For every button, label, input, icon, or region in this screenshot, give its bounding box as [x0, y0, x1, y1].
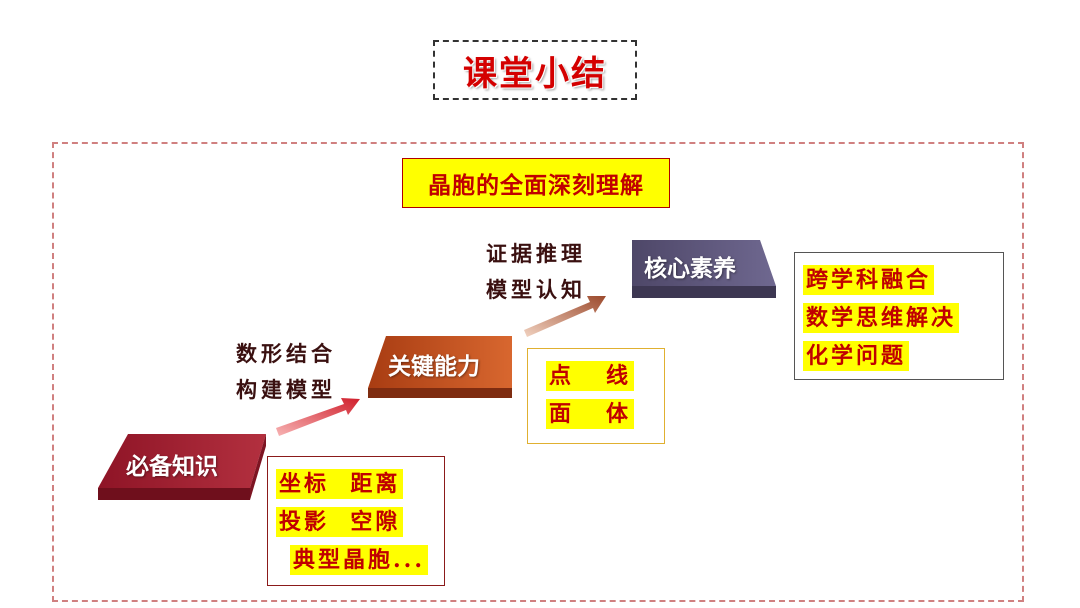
- step-knowledge-label: 必备知识: [126, 454, 218, 480]
- summary-frame: [52, 142, 1024, 602]
- phrase-model-cognition: 模型认知: [486, 277, 586, 302]
- phrase-evidence-reasoning: 证据推理: [486, 241, 586, 266]
- step-knowledge-block: [98, 434, 266, 500]
- phrase-group-2: 证据推理 模型认知: [486, 236, 586, 308]
- ability-item: 点 线: [546, 361, 634, 391]
- step-ability-label: 关键能力: [388, 354, 480, 380]
- arrow-up-1: [276, 398, 360, 436]
- summary-heading: 晶胞的全面深刻理解: [402, 158, 670, 208]
- step-ability-block: [368, 336, 512, 398]
- ability-card: 点 线 面 体: [527, 348, 665, 444]
- literacy-item: 化学问题: [803, 341, 910, 371]
- knowledge-item: 投影 空隙: [276, 507, 404, 537]
- step-literacy-block: [632, 240, 776, 298]
- literacy-card: 跨学科融合 数学思维解决 化学问题: [794, 252, 1004, 380]
- page-title: 课堂小结: [433, 40, 637, 100]
- literacy-item: 数学思维解决: [803, 303, 960, 333]
- phrase-group-1: 数形结合 构建模型: [236, 336, 336, 408]
- knowledge-card: 坐标 距离 投影 空隙 典型晶胞...: [267, 456, 445, 586]
- arrow-up-2: [524, 296, 606, 337]
- knowledge-item: 典型晶胞...: [290, 545, 428, 575]
- literacy-item: 跨学科融合: [803, 265, 935, 295]
- ability-item: 面 体: [546, 399, 634, 429]
- knowledge-item: 坐标 距离: [276, 469, 404, 499]
- step-literacy-label: 核心素养: [644, 256, 736, 282]
- phrase-build-model: 构建模型: [236, 377, 336, 402]
- phrase-number-shape: 数形结合: [236, 341, 336, 366]
